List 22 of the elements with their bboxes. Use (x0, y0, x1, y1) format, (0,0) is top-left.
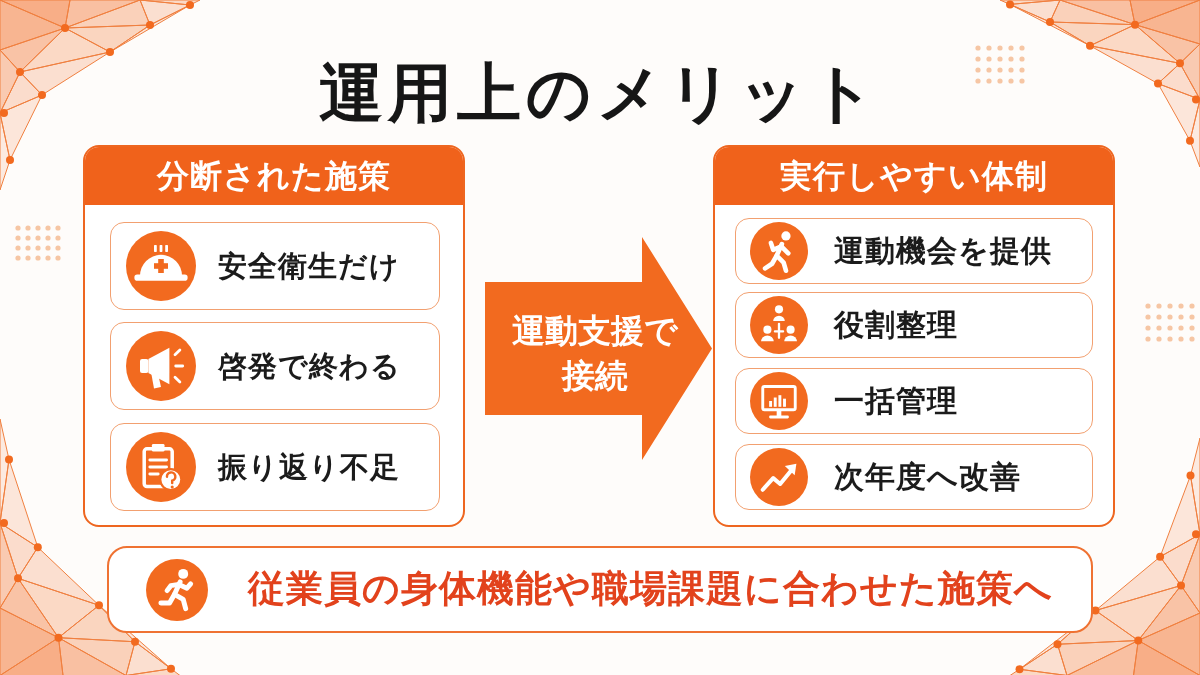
panel-heading: 分断された施策 (157, 156, 391, 196)
banner-text: 従業員の身体機能や職場課題に合わせた施策へ (248, 567, 1053, 612)
list-item-card (735, 292, 1093, 358)
item-label: 役割整理 (834, 307, 958, 343)
list-item-card (110, 423, 440, 511)
title: 運用上のメリット (319, 60, 881, 128)
panel (713, 145, 1115, 527)
list-item-card (735, 444, 1093, 510)
list-item-card (110, 322, 440, 410)
banner-card (107, 546, 1093, 633)
list-item-card (110, 222, 440, 310)
panel-heading: 実行しやすい体制 (780, 156, 1048, 196)
item-label: 次年度へ改善 (834, 459, 1021, 495)
item-label: 安全衛生だけ (218, 248, 400, 284)
arrow-label: 運動支援で接続 (511, 310, 679, 397)
item-label: 振り返り不足 (218, 449, 400, 485)
item-label: 一括管理 (834, 383, 958, 419)
panel (83, 145, 465, 527)
item-label: 運動機会を提供 (834, 233, 1052, 269)
list-item-card (735, 218, 1093, 284)
item-label: 啓発で終わる (218, 348, 401, 384)
list-item-card (735, 368, 1093, 434)
